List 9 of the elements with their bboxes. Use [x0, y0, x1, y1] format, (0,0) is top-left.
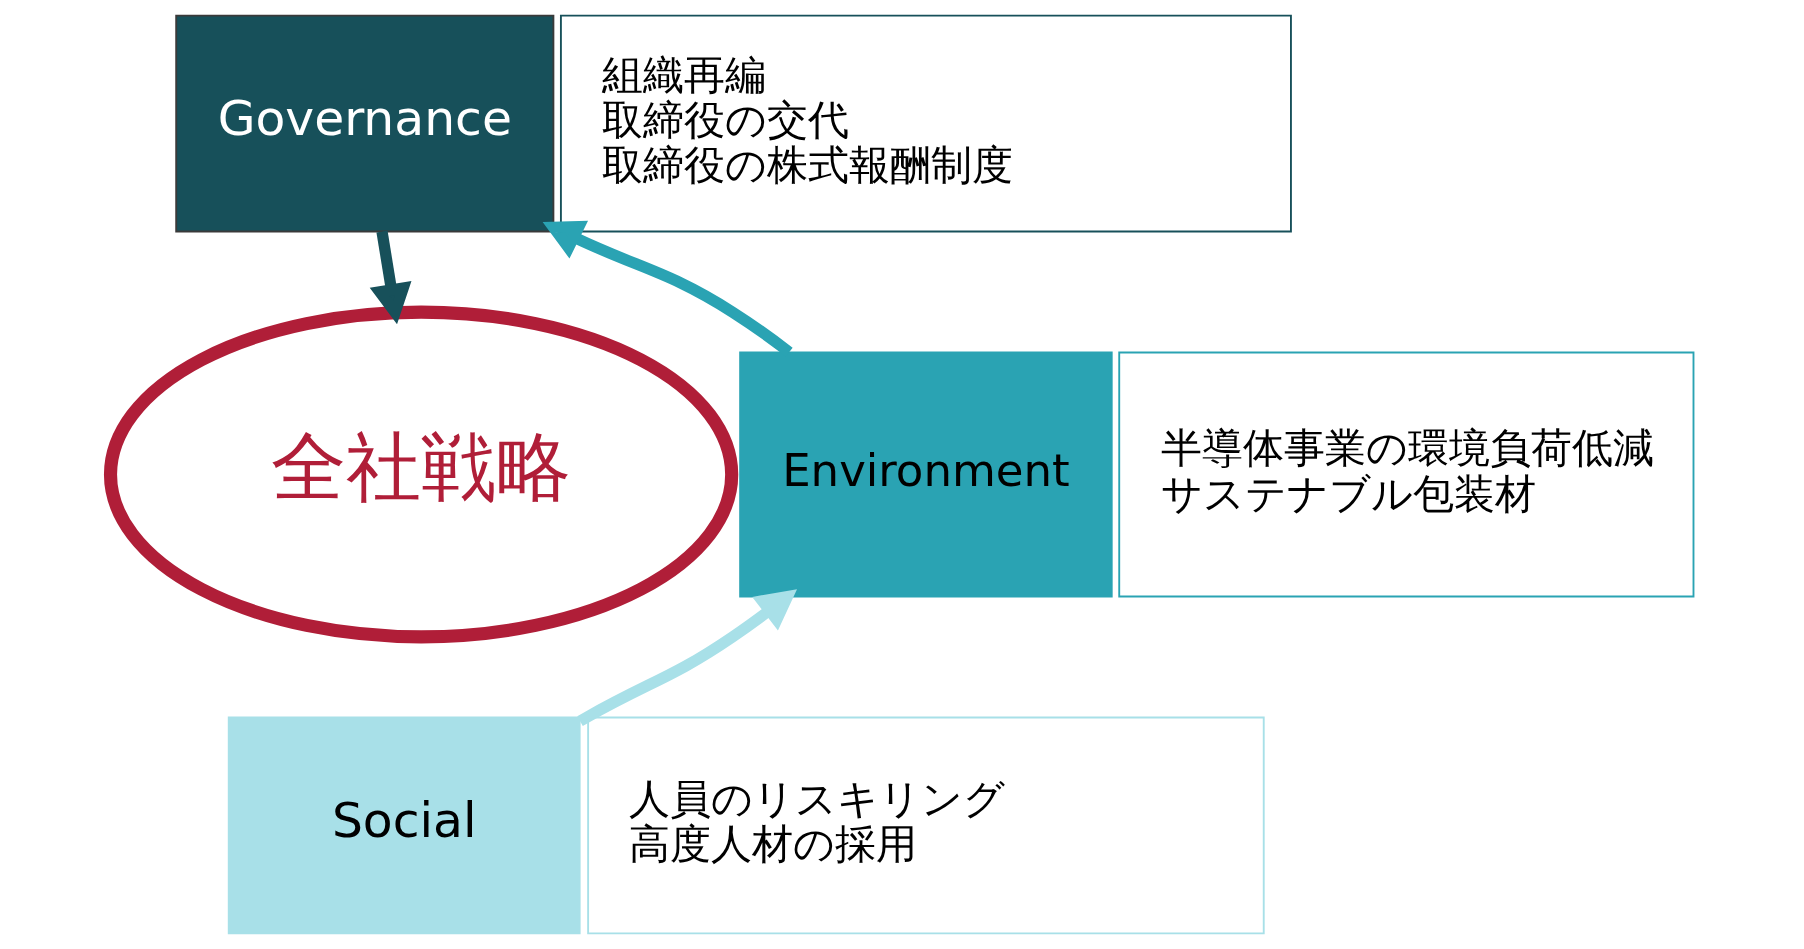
node-box: 組織再編 取締役の交代 取締役の株式報酬制度	[559, 14, 1292, 233]
node-box: 半導体事業の環境負荷低減 サステナブル包装材	[1118, 351, 1695, 598]
node-box: 人員のリスキリング 高度人材の採用	[587, 716, 1265, 935]
arrow	[369, 230, 412, 325]
arrow	[577, 589, 798, 726]
node-ellipse: 全社戦略	[103, 305, 739, 644]
node-box: Governance	[175, 14, 555, 233]
node-box: Social	[227, 716, 581, 935]
node-box: Environment	[739, 351, 1113, 598]
